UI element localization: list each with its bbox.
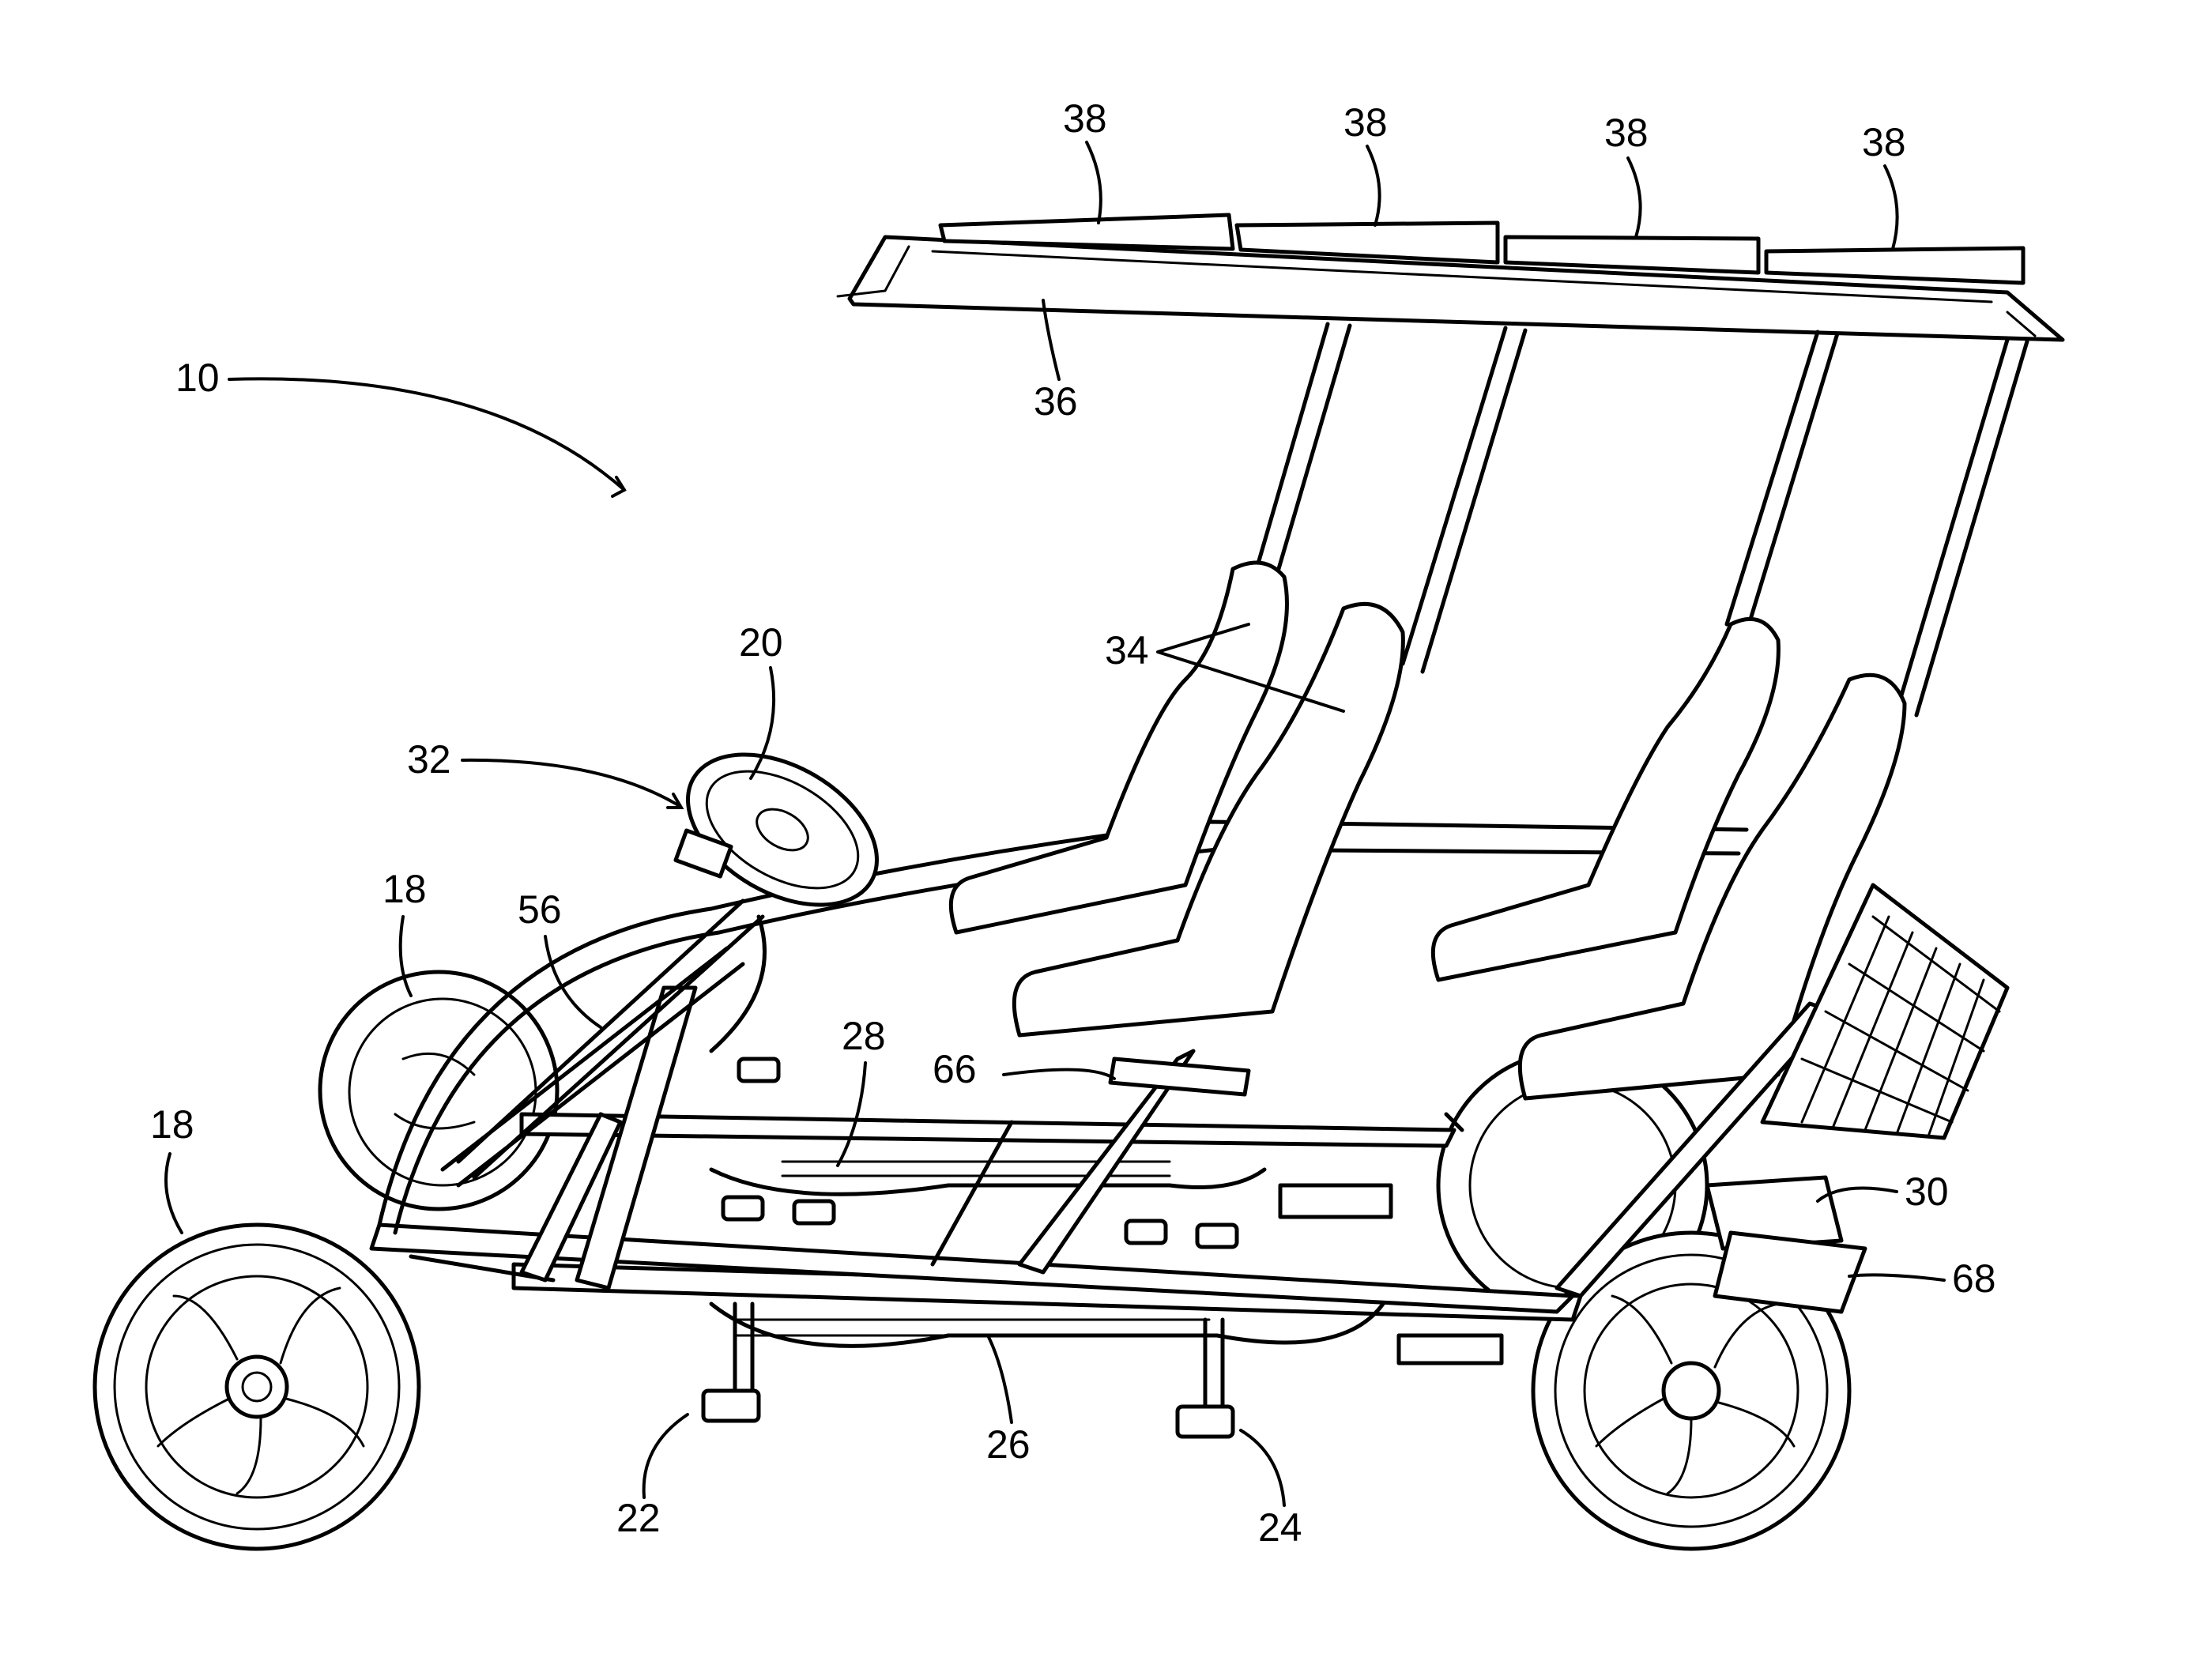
rear-frame (1713, 1230, 1867, 1314)
label-38-1: 38 (1063, 96, 1107, 141)
pedal-upper-d (1124, 1219, 1168, 1245)
label-38-3: 38 (1604, 111, 1649, 155)
pedal-24 (1175, 1404, 1235, 1439)
pedal-upper-c (792, 1199, 836, 1226)
steering-wheel (686, 752, 879, 907)
label-28: 28 (842, 1014, 886, 1058)
front-left-wheel (92, 1222, 421, 1551)
label-36: 36 (1034, 379, 1078, 424)
label-66: 66 (933, 1047, 977, 1091)
canopy-posts (1254, 322, 2029, 718)
seat-rear-left (1430, 616, 1781, 982)
label-30: 30 (1905, 1170, 1949, 1214)
label-32: 32 (407, 737, 451, 782)
label-38-4: 38 (1862, 120, 1906, 164)
label-56: 56 (518, 887, 562, 932)
front-right-wheel (1531, 1230, 1852, 1551)
label-26: 26 (986, 1422, 1031, 1467)
battery-box (1705, 1175, 1844, 1251)
pedal-22 (701, 1388, 761, 1423)
solar-panels (938, 213, 2026, 285)
seat-rear-right (1517, 672, 1907, 1101)
steering-mechanism (673, 828, 733, 879)
label-10: 10 (175, 356, 220, 400)
label-38-2: 38 (1343, 100, 1388, 145)
seat-front-left (948, 560, 1289, 935)
leader-10 (228, 377, 626, 492)
label-24: 24 (1258, 1505, 1302, 1550)
steering-column (456, 898, 767, 1180)
handle (1108, 1057, 1251, 1097)
label-18-a: 18 (382, 867, 427, 911)
solar-panel-4 (1764, 246, 2026, 285)
solar-panel-2 (1234, 220, 1500, 265)
seat-front-right (1012, 601, 1405, 1038)
label-22: 22 (616, 1496, 661, 1540)
label-20: 20 (739, 620, 783, 665)
solar-panel-3 (1503, 235, 1761, 275)
annotations: 10 38 38 38 38 36 34 20 32 18 56 18 28 6… (150, 96, 1996, 1550)
label-68: 68 (1952, 1256, 1996, 1301)
lower-chain (733, 1318, 1211, 1337)
label-18-b: 18 (150, 1102, 194, 1147)
basket (1760, 883, 2010, 1140)
pedals (701, 1057, 1239, 1439)
solar-panel-1 (938, 213, 1235, 251)
pedal-upper-a (737, 1057, 781, 1083)
chassis (369, 1112, 1583, 1365)
pedal-upper-e (1195, 1222, 1239, 1249)
seat-supports (930, 1001, 1836, 1298)
pedal-upper-b (721, 1195, 765, 1222)
rear-left-wheel (318, 970, 560, 1211)
canopy (836, 235, 2065, 342)
label-34: 34 (1105, 628, 1149, 672)
